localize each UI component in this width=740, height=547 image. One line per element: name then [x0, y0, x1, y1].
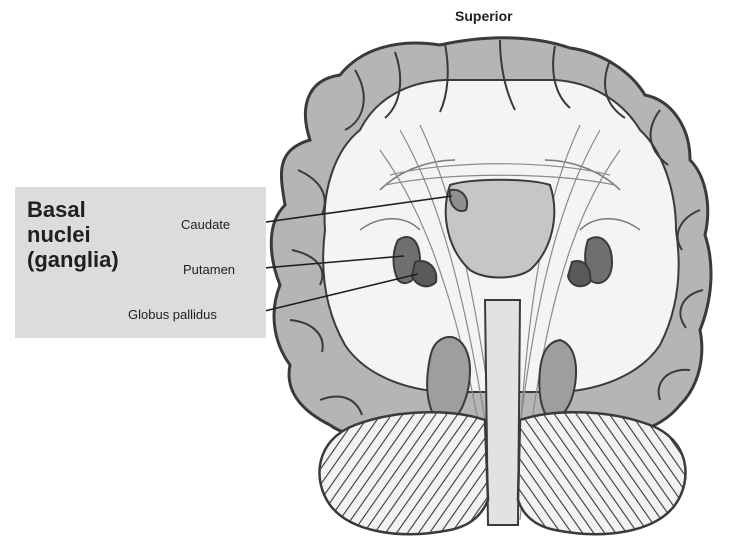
- caudate-label: Caudate: [181, 217, 230, 232]
- putamen-label: Putamen: [183, 262, 235, 277]
- globus-pallidus-right: [568, 261, 590, 286]
- basal-nuclei-group-label: Basal nuclei (ganglia): [27, 197, 119, 272]
- midline-stem: [485, 300, 520, 525]
- globus-pallidus-label: Globus pallidus: [128, 307, 217, 322]
- orientation-label: Superior: [455, 8, 513, 24]
